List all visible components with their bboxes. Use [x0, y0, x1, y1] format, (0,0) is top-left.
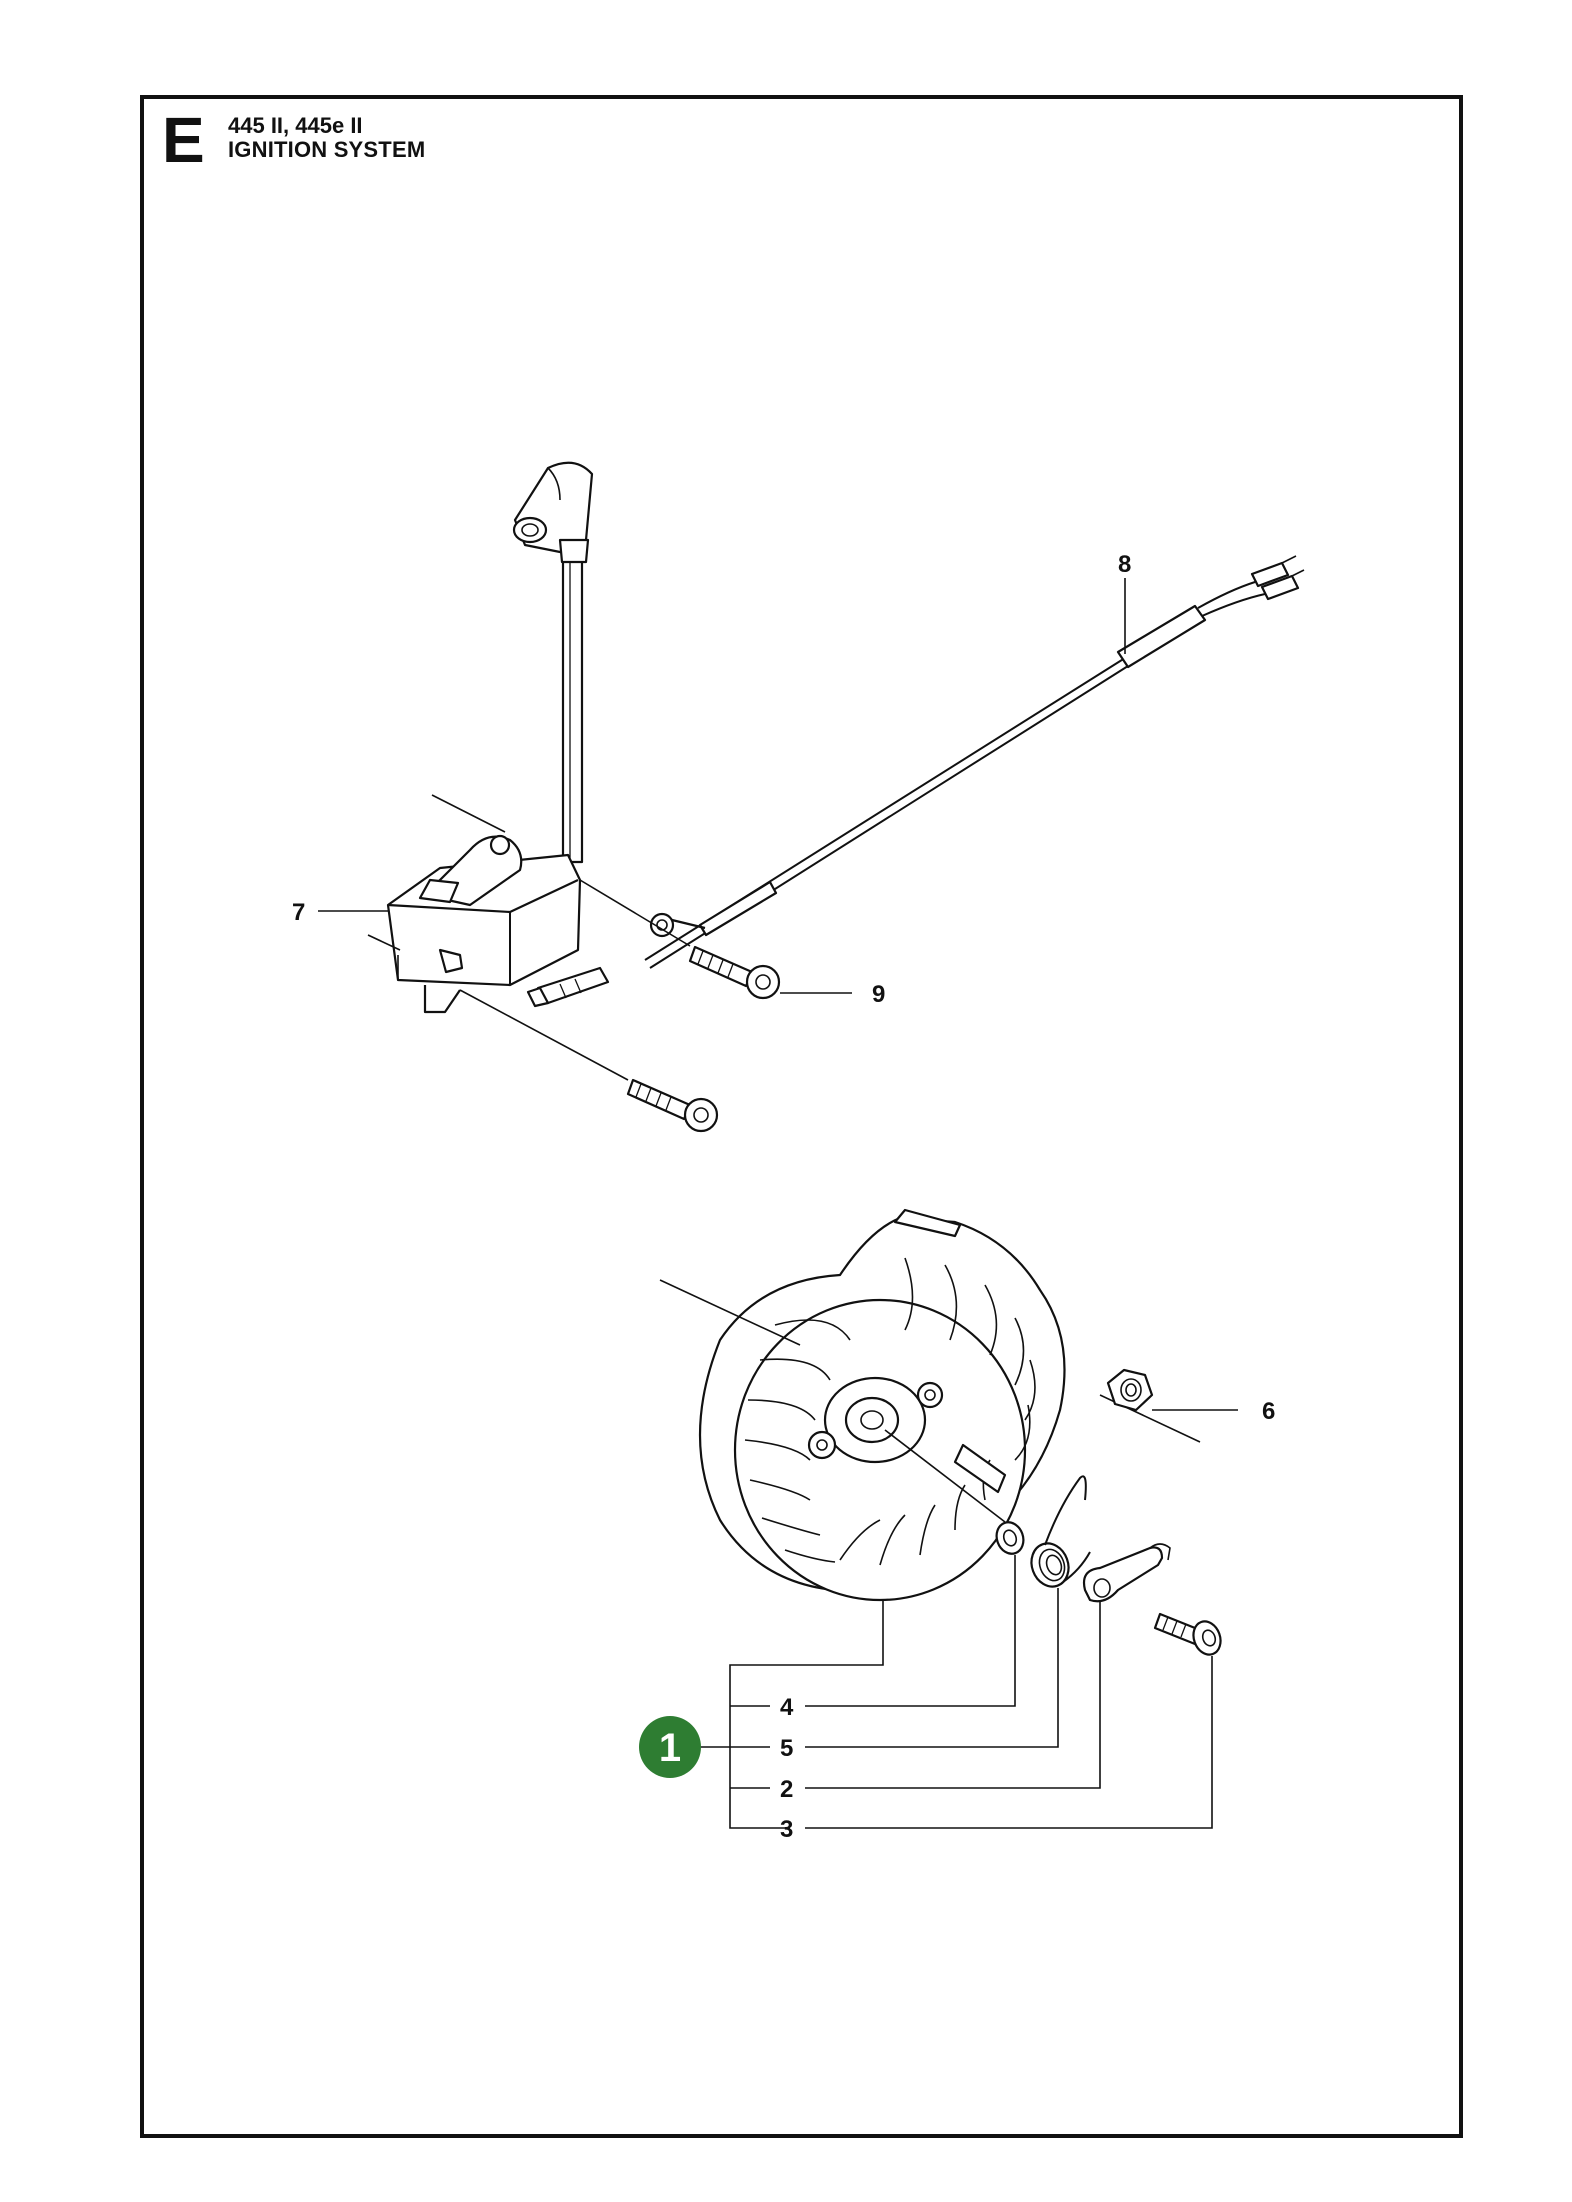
- ignition-coil: [386, 461, 594, 1014]
- coil-screw-upper: [688, 945, 781, 1000]
- callout-7: 7: [292, 899, 305, 926]
- section-letter: E: [162, 104, 205, 176]
- model-names: 445 II, 445e II: [228, 113, 363, 138]
- coil-screw-lower: [626, 1078, 719, 1133]
- page-frame: [140, 95, 1463, 2138]
- badge-label: 1: [659, 1726, 681, 1770]
- callout-8: 8: [1118, 551, 1131, 578]
- title-block: 445 II, 445e II IGNITION SYSTEM: [228, 114, 425, 162]
- washer: [995, 1521, 1025, 1555]
- short-circuit-cable: [526, 555, 1305, 1008]
- pawl-screw: [1153, 1612, 1222, 1656]
- section-title: IGNITION SYSTEM: [228, 137, 426, 162]
- spring: [1030, 1475, 1091, 1588]
- callout-6: 6: [1262, 1398, 1275, 1425]
- spark-plug-cap: [512, 461, 594, 564]
- flywheel-assembly-badge: [639, 1716, 701, 1778]
- callout-3: 3: [780, 1816, 793, 1843]
- pawl: [1082, 1543, 1171, 1603]
- callout-2: 2: [780, 1776, 793, 1803]
- callout-5: 5: [780, 1735, 793, 1762]
- callout-4: 4: [780, 1694, 794, 1721]
- flywheel-nut: [1106, 1368, 1154, 1412]
- callout-9: 9: [872, 981, 885, 1008]
